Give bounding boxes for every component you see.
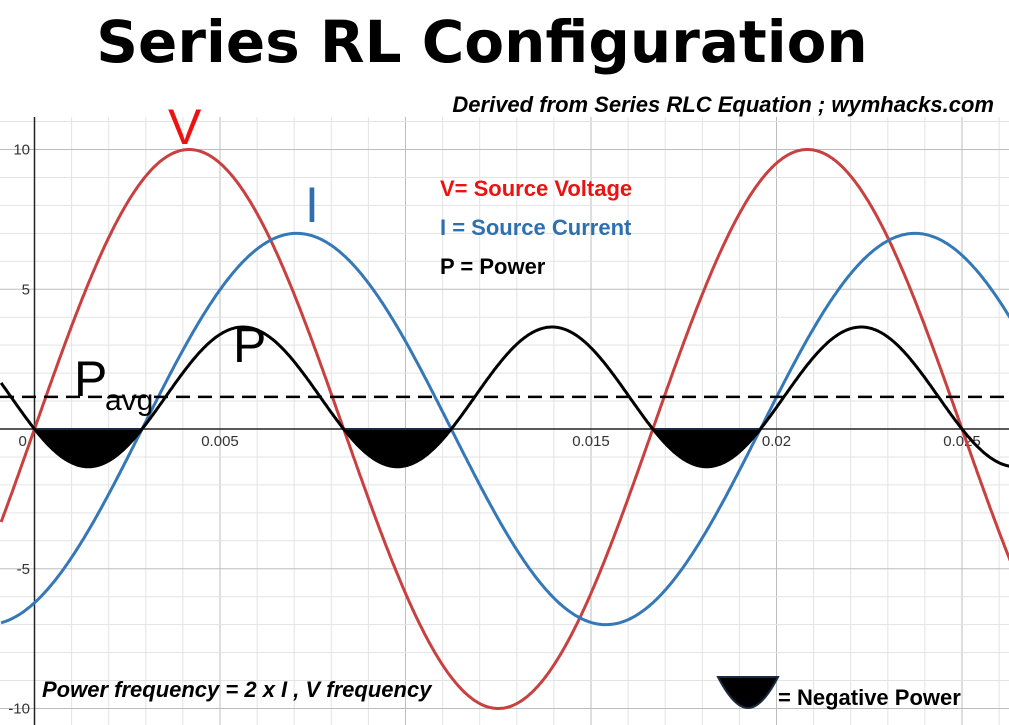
pavg-subscript: avg [105,384,153,417]
pavg-label: P [74,351,107,407]
negative-power-legend-icon [716,676,780,710]
tick-labels: 0 0.005 0.015 0.02 0.025 10 5 -5 -10 [8,142,980,718]
axes [0,117,1009,725]
power-curve-label: P [233,317,266,373]
x-tick-label: 0 [19,433,27,450]
legend-voltage: V= Source Voltage [440,176,632,201]
y-tick-label: -10 [8,701,30,718]
chart-subtitle: Derived from Series RLC Equation ; wymha… [452,92,994,117]
y-tick-label: 5 [22,281,30,298]
x-tick-label: 0.025 [943,433,981,450]
power-frequency-note: Power frequency = 2 x I , V frequency [42,677,433,702]
y-tick-label: 10 [13,142,30,159]
negative-power-legend: = Negative Power [778,685,961,710]
voltage-curve-label: V [168,99,202,155]
power-line [0,325,1009,469]
y-tick-label: -5 [17,561,30,578]
x-tick-label: 0.005 [201,433,239,450]
series-lines [0,148,1009,710]
legend-power: P = Power [440,254,546,279]
x-tick-label: 0.015 [572,433,610,450]
current-curve-label: I [305,177,319,233]
current-line [0,231,1009,627]
x-tick-label: 0.02 [762,433,791,450]
grid [0,117,1009,725]
chart-title: Series RL Configuration [96,8,867,76]
legend-current: I = Source Current [440,215,632,240]
voltage-line [0,148,1009,710]
